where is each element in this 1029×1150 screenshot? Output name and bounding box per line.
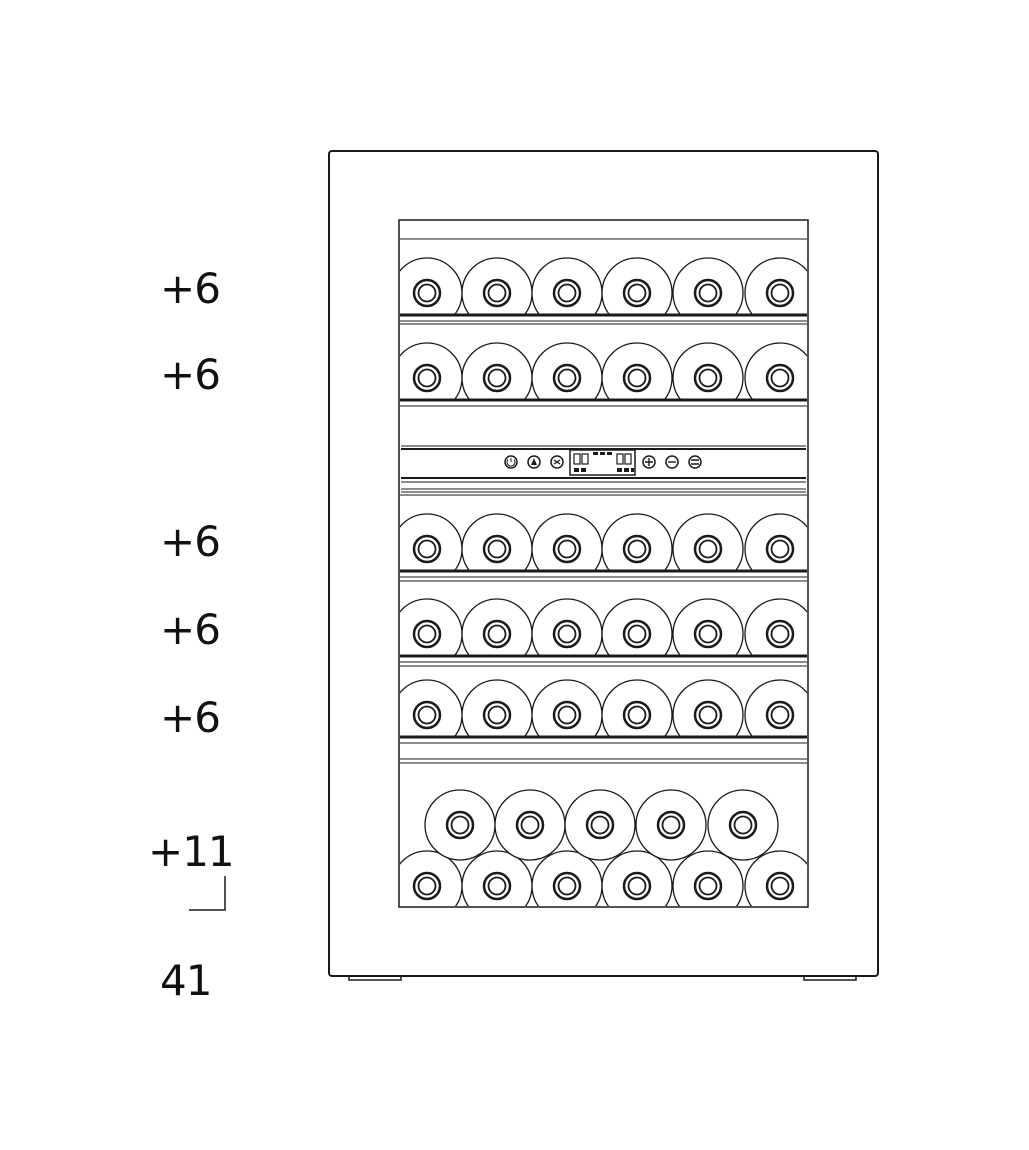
bottle-row-5: [400, 665, 807, 744]
control-panel: [401, 445, 806, 493]
power-button[interactable]: [504, 455, 518, 469]
bottle-5-3: [531, 679, 603, 737]
bottle-6-upper-5: [707, 789, 779, 861]
row-4-capacity-label: +6: [160, 605, 221, 654]
bottle-6-lower-6: [744, 850, 807, 906]
light-icon: [527, 455, 541, 469]
bottle-5-5: [672, 679, 744, 737]
cabinet-frame: [328, 150, 879, 977]
bottle-1-1: [400, 257, 463, 315]
bottle-5-4: [601, 679, 673, 737]
row-6-capacity-label: +11: [148, 827, 235, 876]
bottle-3-3: [531, 513, 603, 571]
bottle-4-5: [672, 598, 744, 656]
bottle-3-6: [744, 513, 807, 571]
total-capacity-label: 41: [160, 956, 212, 1005]
bottle-6-lower-5: [672, 850, 744, 906]
bottle-6-lower-1: [400, 850, 463, 906]
bottle-6-upper-1: [424, 789, 496, 861]
row-1-capacity-label: +6: [160, 264, 221, 313]
bottle-3-2: [461, 513, 533, 571]
bottle-1-2: [461, 257, 533, 315]
bottle-6-upper-3: [564, 789, 636, 861]
temperature-display: [569, 449, 636, 476]
bottle-1-5: [672, 257, 744, 315]
bottle-4-2: [461, 598, 533, 656]
bottle-1-3: [531, 257, 603, 315]
bottle-6-upper-4: [635, 789, 707, 861]
bottle-3-1: [400, 513, 463, 571]
bottle-2-2: [461, 342, 533, 400]
bottle-1-6: [744, 257, 807, 315]
light-button[interactable]: [527, 455, 541, 469]
bottle-4-3: [531, 598, 603, 656]
bottle-4-1: [400, 598, 463, 656]
fan-icon: [550, 455, 564, 469]
bottle-6-lower-2: [461, 850, 533, 906]
bottle-row-1: [400, 238, 807, 322]
minus-button[interactable]: [665, 455, 679, 469]
row-5-capacity-label: +6: [160, 693, 221, 742]
bottle-row-2: [400, 323, 807, 407]
bottle-5-6: [744, 679, 807, 737]
plus-button[interactable]: [642, 455, 656, 469]
row-3-capacity-label: +6: [160, 517, 221, 566]
bottle-row-6: [400, 758, 807, 906]
bottle-6-lower-3: [531, 850, 603, 906]
bottle-6-lower-4: [601, 850, 673, 906]
left-foot: [348, 975, 402, 981]
row-2-capacity-label: +6: [160, 350, 221, 399]
bottle-4-4: [601, 598, 673, 656]
bottle-3-5: [672, 513, 744, 571]
bottle-2-5: [672, 342, 744, 400]
power-icon: [504, 455, 518, 469]
bottle-3-4: [601, 513, 673, 571]
bottle-2-3: [531, 342, 603, 400]
unit-toggle-button[interactable]: [688, 455, 702, 469]
right-foot: [803, 975, 857, 981]
bottle-4-6: [744, 598, 807, 656]
bottle-row-4: [400, 580, 807, 663]
glass-window: [398, 219, 809, 908]
total-bracket: [189, 876, 226, 911]
bottle-2-6: [744, 342, 807, 400]
bottle-2-4: [601, 342, 673, 400]
plus-icon: [642, 455, 656, 469]
unit-toggle-icon: [688, 455, 702, 469]
bottle-6-upper-2: [494, 789, 566, 861]
fan-button[interactable]: [550, 455, 564, 469]
bottle-1-4: [601, 257, 673, 315]
bottle-racks: [400, 238, 807, 906]
bottle-5-1: [400, 679, 463, 737]
bottle-5-2: [461, 679, 533, 737]
minus-icon: [665, 455, 679, 469]
bottle-row-3: [400, 494, 807, 578]
bottle-2-1: [400, 342, 463, 400]
